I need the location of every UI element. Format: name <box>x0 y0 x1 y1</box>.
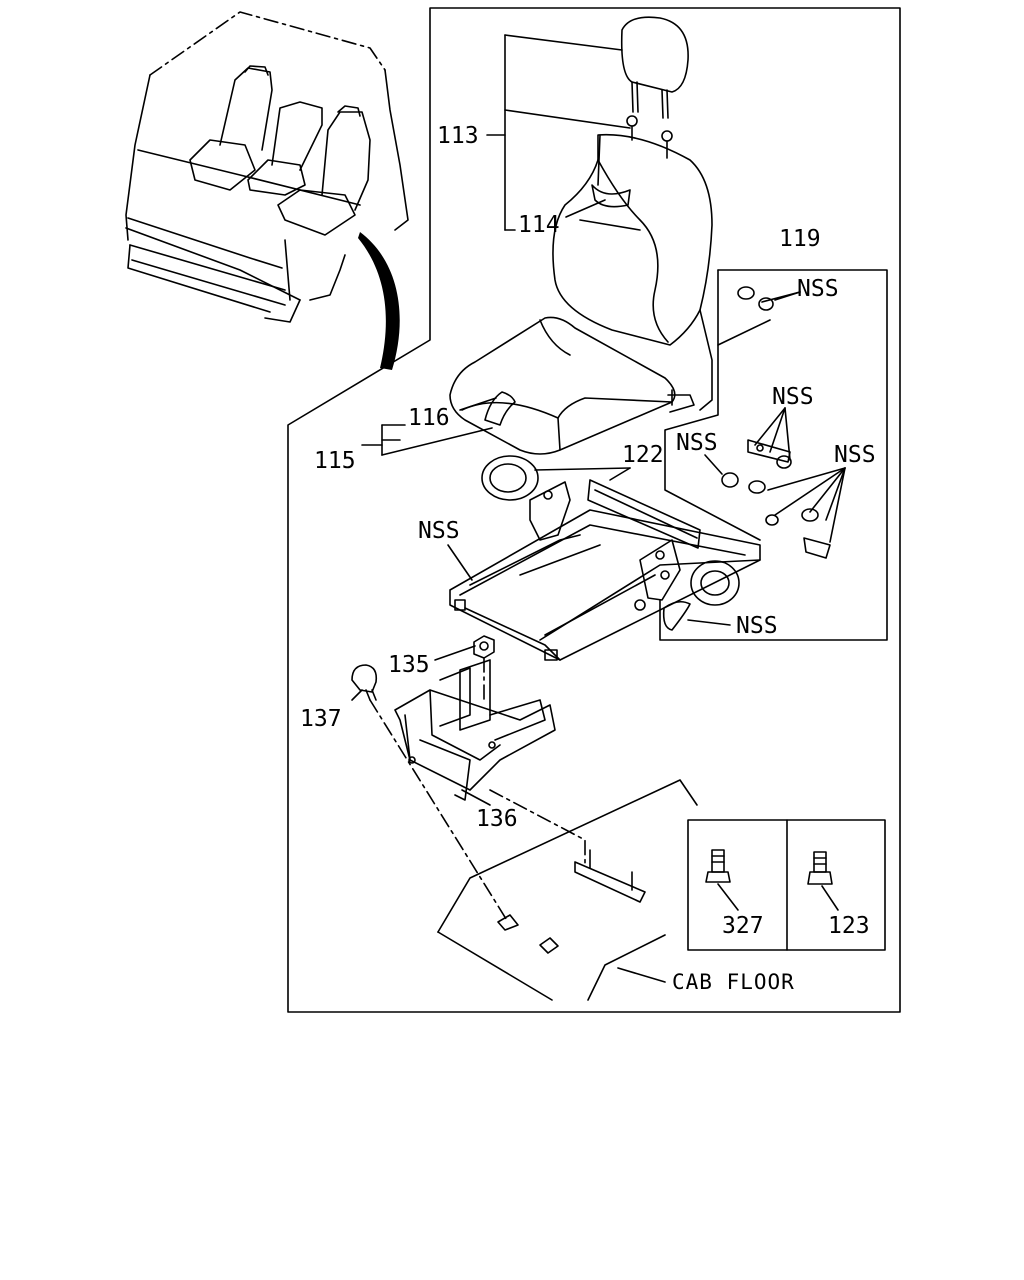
part-label-116: 116 <box>408 405 450 431</box>
seat-frame <box>449 455 761 661</box>
part-label-114: 114 <box>518 212 560 238</box>
part-label-327: 327 <box>722 913 764 939</box>
main-frame <box>287 7 901 1013</box>
part-label-115: 115 <box>314 448 356 474</box>
part-label-135: 135 <box>388 652 430 678</box>
detail-box-119 <box>659 269 888 641</box>
nss-label: NSS <box>676 430 718 456</box>
cab-floor-leader <box>617 967 666 983</box>
guide-line <box>489 789 586 866</box>
seat-riser <box>351 635 556 801</box>
fastener-legend-box <box>687 819 886 951</box>
part-label-113: 113 <box>437 123 479 149</box>
cab-floor <box>437 779 698 1001</box>
nss-label: NSS <box>834 442 876 468</box>
nss-label: NSS <box>736 613 778 639</box>
leader-lines <box>351 34 631 806</box>
part-label-119: 119 <box>779 226 821 252</box>
nss-label: NSS <box>418 518 460 544</box>
nss-label: NSS <box>797 276 839 302</box>
part-label-136: 136 <box>476 806 518 832</box>
cab-overview <box>125 11 409 370</box>
part-label-123: 123 <box>828 913 870 939</box>
part-label-137: 137 <box>300 706 342 732</box>
nss-label: NSS <box>772 384 814 410</box>
cab-floor-label: CAB FLOOR <box>672 970 795 994</box>
guide-line <box>369 699 509 923</box>
seat-back <box>552 16 713 413</box>
part-label-122: 122 <box>622 442 664 468</box>
